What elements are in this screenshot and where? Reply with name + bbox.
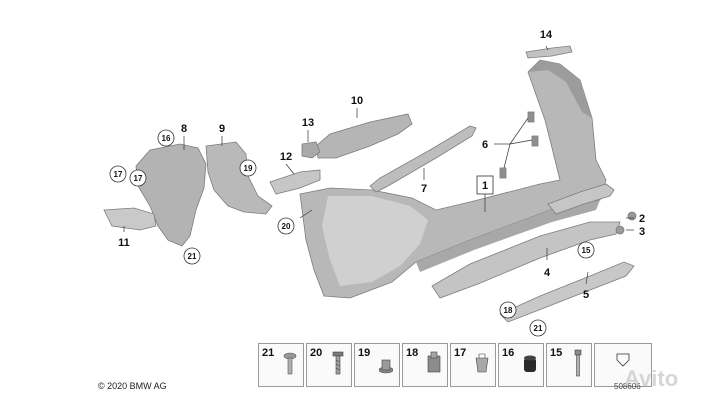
bracket-8: [135, 143, 207, 247]
legend-item-19: 19: [354, 343, 400, 387]
svg-text:11: 11: [118, 237, 130, 249]
svg-text:15: 15: [582, 246, 591, 255]
ref-circle-15: 15: [577, 241, 595, 259]
ref-circle-17b: 17: [129, 169, 147, 187]
svg-text:14: 14: [540, 29, 553, 41]
bolt-icon: [574, 349, 582, 377]
svg-text:3: 3: [639, 226, 645, 238]
bracket-12: [269, 169, 321, 195]
svg-text:21: 21: [534, 324, 543, 333]
copyright-text: © 2020 BMW AG: [98, 381, 167, 391]
ref-circle-20: 20: [277, 217, 295, 235]
svg-text:7: 7: [421, 183, 427, 195]
ref-circle-21a: 21: [183, 247, 201, 265]
callout-11: 11: [118, 237, 130, 249]
legend-number: 19: [358, 347, 371, 359]
svg-text:19: 19: [244, 164, 253, 173]
legend-number: 17: [454, 347, 467, 359]
rear-reflector-strip: [547, 183, 615, 215]
callout-12: 12: [280, 151, 292, 163]
legend-number: 16: [502, 347, 515, 359]
svg-text:18: 18: [504, 306, 513, 315]
legend-number: 21: [262, 347, 275, 359]
ref-circle-21b: 21: [529, 319, 547, 337]
leader-lines: [123, 45, 634, 285]
part-6b: [531, 135, 539, 147]
diffuser-upper: [431, 221, 621, 299]
callout-4: 4: [544, 267, 551, 279]
callout-7: 7: [421, 183, 427, 195]
bracket-13: [301, 141, 321, 159]
legend-item-17: 17: [450, 343, 496, 387]
bumper-inner-shadow: [322, 196, 428, 286]
legend-item-20: 20: [306, 343, 352, 387]
svg-text:16: 16: [162, 134, 171, 143]
callout-6: 6: [482, 139, 488, 151]
callout-10: 10: [351, 95, 363, 107]
ref-circle-17: 17: [109, 165, 127, 183]
svg-text:8: 8: [181, 123, 187, 135]
ref-circle-18: 18: [499, 301, 517, 319]
part-6a: [527, 111, 535, 123]
reflector-11: [103, 207, 157, 231]
legend-item-16: 16: [498, 343, 544, 387]
legend-number: 15: [550, 347, 563, 359]
svg-text:13: 13: [302, 117, 314, 129]
svg-text:5: 5: [583, 289, 589, 301]
callout-2: 2: [639, 213, 645, 225]
callout-8: 8: [181, 123, 187, 135]
legend-number: 20: [310, 347, 323, 359]
part-2: [627, 211, 637, 221]
callout-13: 13: [302, 117, 314, 129]
watermark-logo: Avito: [624, 366, 679, 391]
svg-text:20: 20: [282, 222, 291, 231]
rivet-icon: [283, 352, 297, 375]
cap-14: [525, 45, 573, 59]
svg-text:9: 9: [219, 123, 225, 135]
legend-item-21: 21: [258, 343, 304, 387]
part-6c: [499, 167, 507, 179]
callout-1: 1: [476, 175, 494, 195]
carrier-bar-10: [315, 113, 413, 159]
svg-text:17: 17: [134, 174, 143, 183]
svg-text:6: 6: [482, 139, 488, 151]
callout-9: 9: [219, 123, 225, 135]
svg-text:17: 17: [114, 170, 123, 179]
diffuser-lower: [499, 261, 635, 323]
ref-circle-16: 16: [157, 129, 175, 147]
document-number: 508606: [614, 382, 641, 391]
ref-circle-19a: 19: [239, 159, 257, 177]
bracket-9: [205, 141, 273, 215]
legend-item-18: 18: [402, 343, 448, 387]
grommet-icon: [524, 355, 536, 372]
legend-item-tool: [594, 343, 652, 387]
bumper-top-edge: [528, 60, 592, 118]
legend-item-15: 15: [546, 343, 592, 387]
svg-text:2: 2: [639, 213, 645, 225]
part-3: [615, 225, 625, 235]
svg-text:10: 10: [351, 95, 363, 107]
tool-icon: [616, 353, 630, 367]
legend-number: 18: [406, 347, 419, 359]
svg-text:4: 4: [544, 267, 551, 279]
nut-icon: [379, 359, 393, 374]
callout-14: 14: [540, 29, 553, 41]
clip-icon: [475, 353, 489, 373]
screw-icon: [332, 351, 344, 375]
bumper-lower-band: [416, 200, 600, 272]
svg-text:21: 21: [188, 252, 197, 261]
clip-nut-icon: [427, 351, 441, 373]
carrier-bar-7: [369, 125, 477, 193]
callout-3: 3: [639, 226, 645, 238]
svg-text:1: 1: [482, 180, 488, 192]
callout-5: 5: [583, 289, 589, 301]
svg-text:12: 12: [280, 151, 292, 163]
